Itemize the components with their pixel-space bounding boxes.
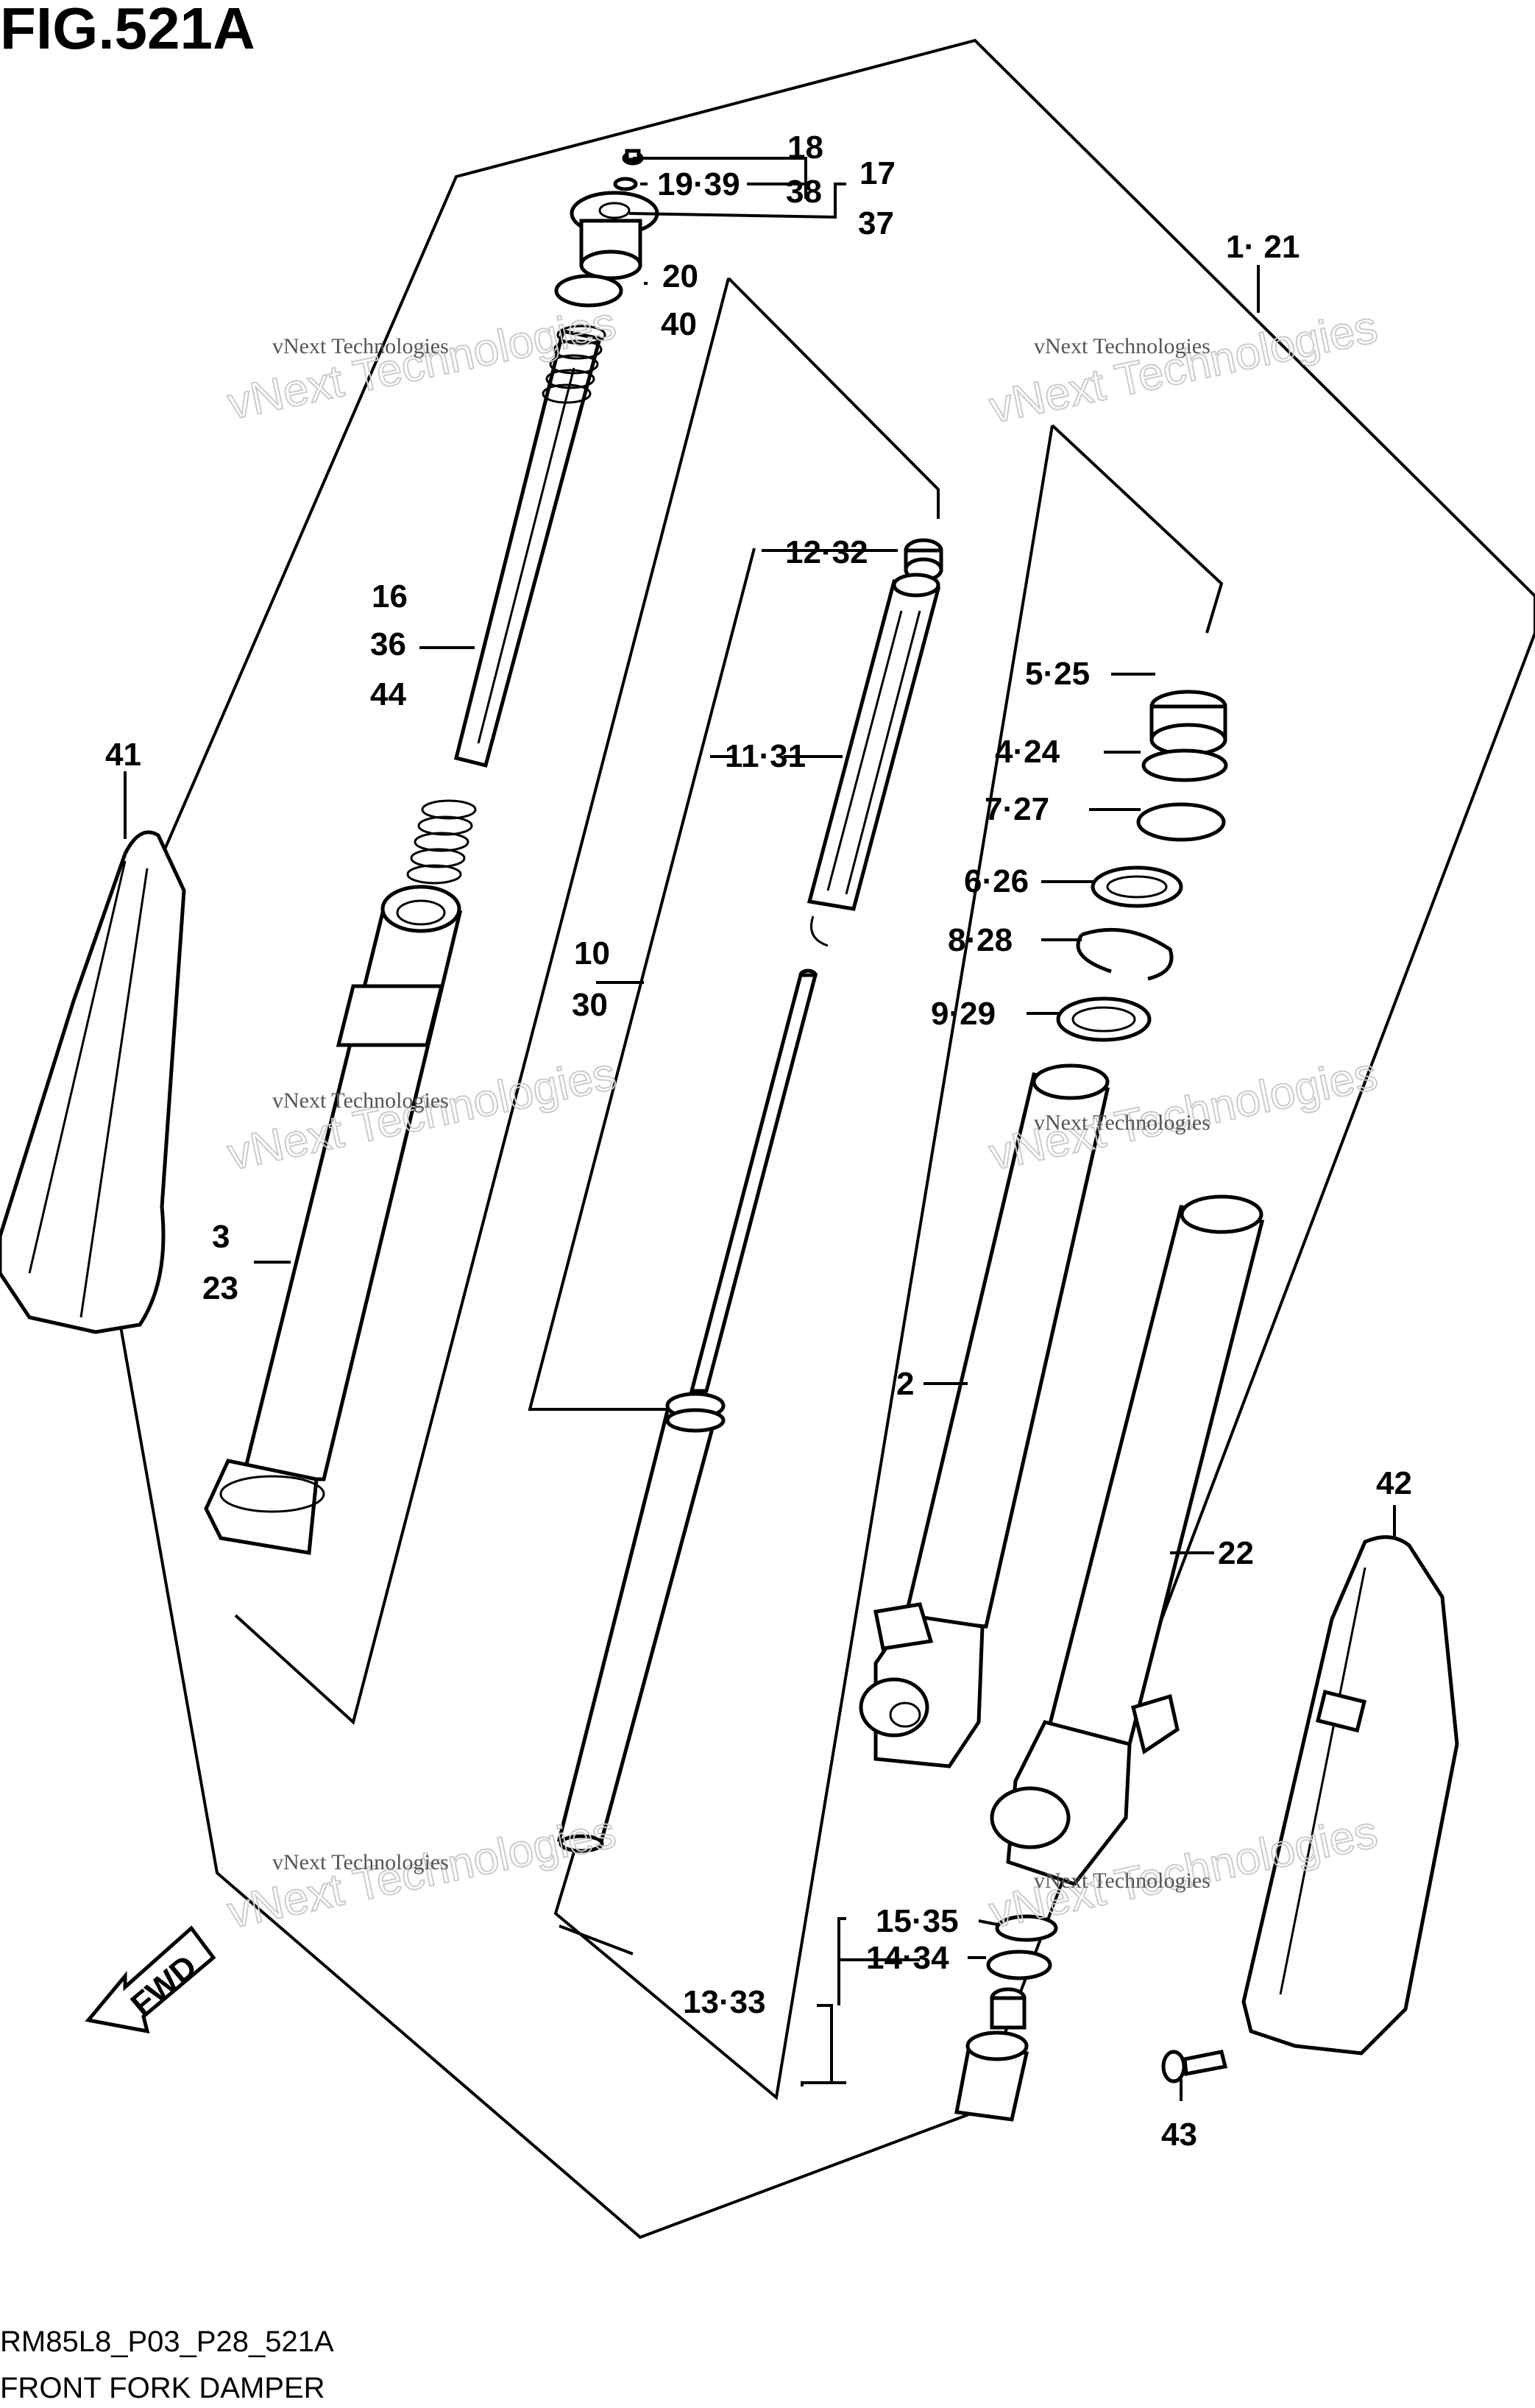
fork-guard-left <box>0 830 186 1334</box>
outer-tube <box>204 885 463 1555</box>
label-41: 41 <box>105 737 141 773</box>
oil-seal <box>1091 865 1183 908</box>
label-36: 36 <box>370 626 406 662</box>
fork-guard-right <box>1241 1535 1459 2055</box>
fwd-arrow: FWD <box>85 1925 216 2034</box>
label-44: 44 <box>370 676 406 712</box>
inner-frame-right <box>1051 424 1224 634</box>
label-37: 37 <box>858 205 894 241</box>
label-4-24: 4·24 <box>995 734 1060 770</box>
inner-frame-left-b <box>234 277 730 1725</box>
label-22: 22 <box>1218 1535 1254 1571</box>
label-5-25: 5·25 <box>1025 656 1090 692</box>
label-38: 38 <box>786 174 822 210</box>
label-14-34: 14·34 <box>866 1940 949 1976</box>
label-9-29: 9·29 <box>931 996 996 1032</box>
svg-text:vNext Technologies: vNext Technologies <box>985 302 1382 433</box>
label-30: 30 <box>572 987 608 1023</box>
label-1-21: 1· 21 <box>1226 229 1300 265</box>
o-ring <box>554 274 623 308</box>
label-23: 23 <box>202 1270 238 1306</box>
guide-bushing <box>1149 690 1227 757</box>
inner-frame-left <box>727 277 940 519</box>
damper-rod <box>556 968 818 1853</box>
svg-text:vNext Technologies: vNext Technologies <box>272 1088 449 1113</box>
svg-text:vNext Technologies: vNext Technologies <box>1034 1869 1210 1893</box>
label-15-35: 15·35 <box>876 1903 959 1939</box>
damper-spring-assembly <box>406 325 606 885</box>
o-ring-lower <box>986 1950 1052 1980</box>
fork-cap <box>570 191 659 280</box>
label-2: 2 <box>896 1366 914 1402</box>
label-40: 40 <box>661 306 697 342</box>
stopper-ring <box>1076 927 1174 981</box>
label-7-27: 7·27 <box>985 791 1049 827</box>
outer-assembly-frame <box>71 38 1535 2239</box>
svg-text:vNext Technologies: vNext Technologies <box>272 1850 449 1874</box>
figure-name: FRONT FORK DAMPER <box>0 2372 325 2404</box>
svg-text:vNext Technologies: vNext Technologies <box>1034 1111 1210 1135</box>
label-12-32: 12·32 <box>785 534 868 570</box>
washer <box>995 1914 1058 1942</box>
figure-title: FIG.521A <box>0 0 255 61</box>
label-16: 16 <box>372 578 408 615</box>
fork-cap-bolt <box>613 149 644 191</box>
label-11-31: 11·31 <box>725 738 806 774</box>
inner-frame-right-b <box>553 425 1054 2100</box>
dust-seal <box>1056 996 1152 1042</box>
slide-metal <box>1141 748 1228 782</box>
label-18: 18 <box>787 130 823 166</box>
label-43: 43 <box>1161 2117 1197 2153</box>
svg-text:vNext Technologies: vNext Technologies <box>1034 334 1210 358</box>
watermark-2: vNext Technologies vNext Technologies <box>985 301 1383 434</box>
leader-lines <box>124 157 1396 2101</box>
figure-code: RM85L8_P03_P28_521A <box>0 2326 334 2358</box>
label-19-39: 19·39 <box>657 166 740 202</box>
damper-cartridge <box>807 573 941 947</box>
label-10: 10 <box>574 935 610 971</box>
label-8-28: 8·28 <box>948 922 1013 958</box>
rod-bracket <box>528 548 756 1411</box>
label-17: 17 <box>859 155 896 191</box>
spacer-ring <box>1136 802 1226 842</box>
guard-bolt <box>1161 2050 1228 2083</box>
label-6-26: 6·26 <box>964 863 1029 899</box>
label-42: 42 <box>1376 1465 1412 1501</box>
label-20: 20 <box>662 258 698 294</box>
svg-text:vNext Technologies: vNext Technologies <box>272 334 449 358</box>
inner-tube <box>859 1063 1110 1768</box>
inner-tube-right <box>990 1194 1265 1886</box>
watermark-4: vNext Technologies vNext Technologies <box>985 1048 1383 1181</box>
base-valve <box>954 1987 1029 2122</box>
bottom-bracket <box>559 1924 634 1955</box>
label-13-33: 13·33 <box>683 1984 766 2020</box>
label-3: 3 <box>212 1219 230 1255</box>
